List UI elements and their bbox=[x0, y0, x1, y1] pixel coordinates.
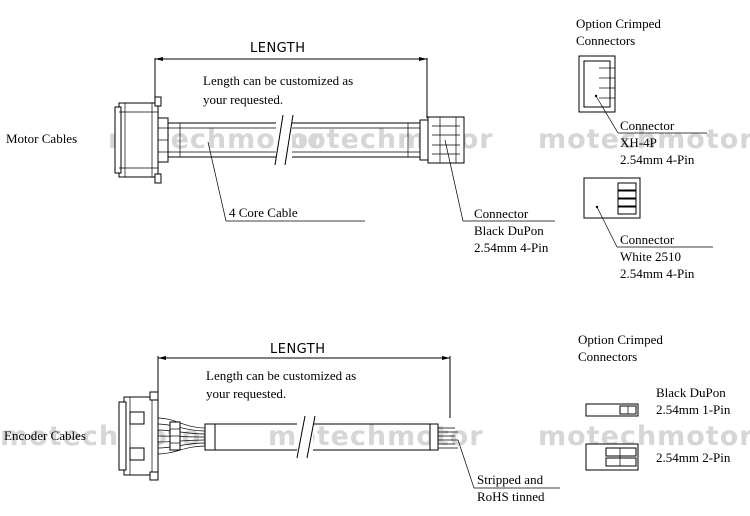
encoder-length-arrow-left bbox=[158, 356, 166, 360]
encoder-cable-jacket bbox=[204, 414, 439, 460]
motor-left-housing bbox=[114, 96, 169, 184]
option-xh-line2: XH-4P bbox=[620, 135, 657, 150]
option-1pin-line1: Black DuPon bbox=[656, 385, 726, 400]
motor-note-line1: Length can be customized as bbox=[203, 73, 353, 88]
motor-housing-flange bbox=[114, 106, 122, 174]
motor-break-mark-2 bbox=[284, 114, 294, 166]
motor-options-title-line1: Option Crimped bbox=[576, 16, 661, 31]
watermark-bottom-3: motechmotor bbox=[538, 421, 750, 452]
motor-length-arrow-left bbox=[155, 57, 163, 61]
encoder-note-line1: Length can be customized as bbox=[206, 368, 356, 383]
option-xh-line1: Connector bbox=[620, 118, 675, 133]
option-xh-leader bbox=[595, 95, 619, 134]
option-2pin-line1: 2.54mm 2-Pin bbox=[656, 450, 731, 465]
option-white-2510-connector bbox=[583, 177, 641, 219]
option-2-pin-connector bbox=[585, 443, 639, 471]
motor-break-mark-1 bbox=[274, 114, 284, 166]
encoder-end-line2: RoHS tinned bbox=[477, 489, 545, 504]
motor-options-title-line2: Connectors bbox=[576, 33, 635, 48]
motor-housing-latch-top bbox=[154, 96, 162, 107]
motor-cable-leader bbox=[207, 141, 227, 222]
option-2510-line3: 2.54mm 4-Pin bbox=[620, 266, 695, 281]
encoder-side-label: Encoder Cables bbox=[4, 428, 86, 443]
motor-connector-line2: Black DuPon bbox=[474, 223, 544, 238]
encoder-options-title-line1: Option Crimped bbox=[578, 332, 663, 347]
motor-note-line2: your requested. bbox=[203, 92, 283, 107]
encoder-left-housing bbox=[118, 391, 159, 481]
option-2510-line2: White 2510 bbox=[620, 249, 681, 264]
option-2510-line1: Connector bbox=[620, 232, 675, 247]
motor-connector-line1: Connector bbox=[474, 206, 529, 221]
motor-length-label: LENGTH bbox=[250, 41, 306, 56]
encoder-note-line2: your requested. bbox=[206, 386, 286, 401]
motor-connector-line3: 2.54mm 4-Pin bbox=[474, 240, 549, 255]
encoder-end-leader bbox=[457, 439, 475, 489]
option-1-pin-connector bbox=[585, 403, 639, 417]
motor-cable-jacket bbox=[168, 114, 420, 166]
watermark-top-3: motechmotor bbox=[538, 124, 750, 155]
motor-cable-label: 4 Core Cable bbox=[229, 205, 298, 220]
motor-side-label: Motor Cables bbox=[6, 131, 77, 146]
encoder-break-mark-2 bbox=[306, 415, 316, 459]
encoder-stripped-ends bbox=[438, 427, 458, 449]
motor-connector-leader bbox=[444, 139, 464, 222]
encoder-length-arrow-right bbox=[442, 356, 450, 360]
motor-dupont-connector bbox=[419, 116, 465, 164]
encoder-break-mark-1 bbox=[296, 415, 306, 459]
motor-length-arrow-right bbox=[419, 57, 427, 61]
motor-housing-latch-bottom bbox=[154, 173, 162, 184]
option-2510-leader bbox=[596, 206, 618, 248]
option-xh-4p-connector bbox=[578, 55, 616, 113]
encoder-end-line1: Stripped and bbox=[477, 472, 544, 487]
encoder-length-label: LENGTH bbox=[270, 342, 326, 357]
encoder-cable-assembly: Encoder Cables LENGTH Length can be cust… bbox=[4, 332, 731, 504]
watermarks: motechmotor motechmotor motechmotor mote… bbox=[0, 124, 750, 452]
option-xh-line3: 2.54mm 4-Pin bbox=[620, 152, 695, 167]
encoder-options-title-line2: Connectors bbox=[578, 349, 637, 364]
encoder-fanout-wires bbox=[157, 417, 206, 455]
option-1pin-line2: 2.54mm 1-Pin bbox=[656, 402, 731, 417]
motor-cable-assembly: Motor Cables LENGTH Length can be custom… bbox=[6, 16, 713, 281]
